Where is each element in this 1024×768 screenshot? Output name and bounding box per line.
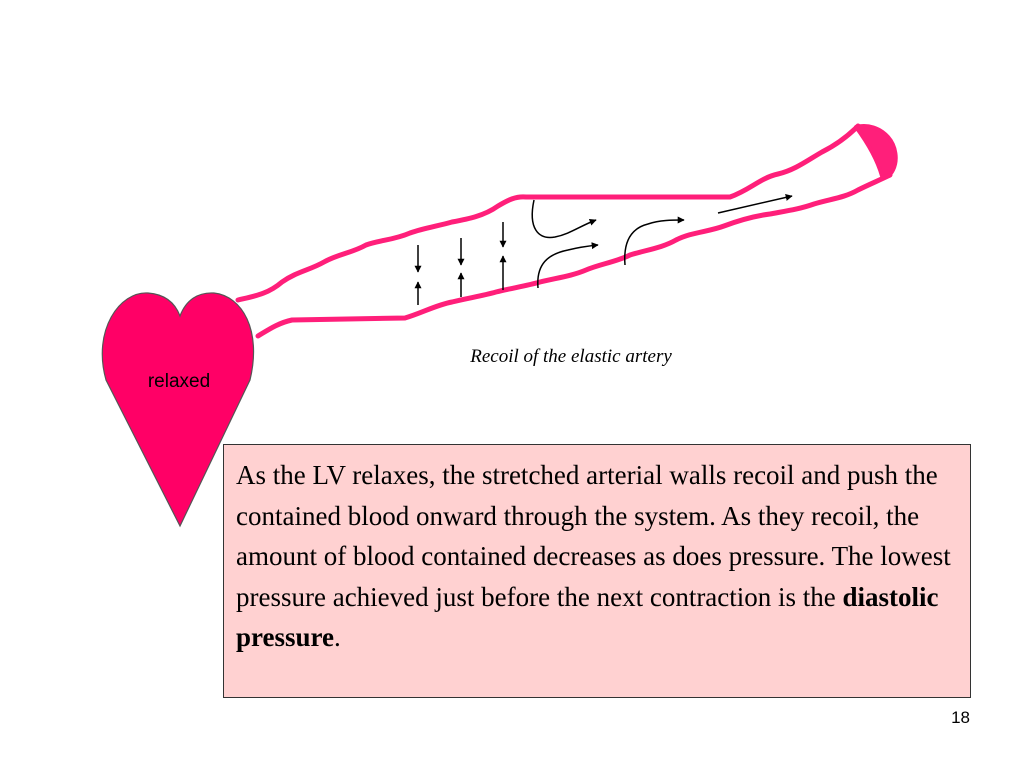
heart-icon — [101, 292, 255, 528]
diagram-caption: Recoil of the elastic artery — [469, 346, 672, 367]
recoil-arrows — [414, 222, 507, 305]
flow-arrow-upper-curve — [531, 199, 597, 239]
flow-arrow-straight — [717, 193, 793, 214]
flow-arrow-lower-curve — [537, 242, 599, 289]
artery-end — [854, 124, 898, 179]
diastolic-pressure-term: diastolic pressure — [236, 581, 939, 653]
flow-arrows — [531, 193, 793, 289]
explanation-textbox: As the LV relaxes, the stretched arteria… — [223, 444, 971, 698]
explanation-text: As the LV relaxes, the stretched arteria… — [236, 460, 951, 612]
heart-label: relaxed — [148, 371, 210, 392]
artery-upper-wall — [235, 123, 861, 303]
slide-number: 18 — [951, 708, 970, 727]
artery-lower-wall — [255, 172, 893, 339]
flow-arrow-middle-curve — [624, 216, 685, 266]
explanation-text-end: . — [334, 622, 341, 652]
